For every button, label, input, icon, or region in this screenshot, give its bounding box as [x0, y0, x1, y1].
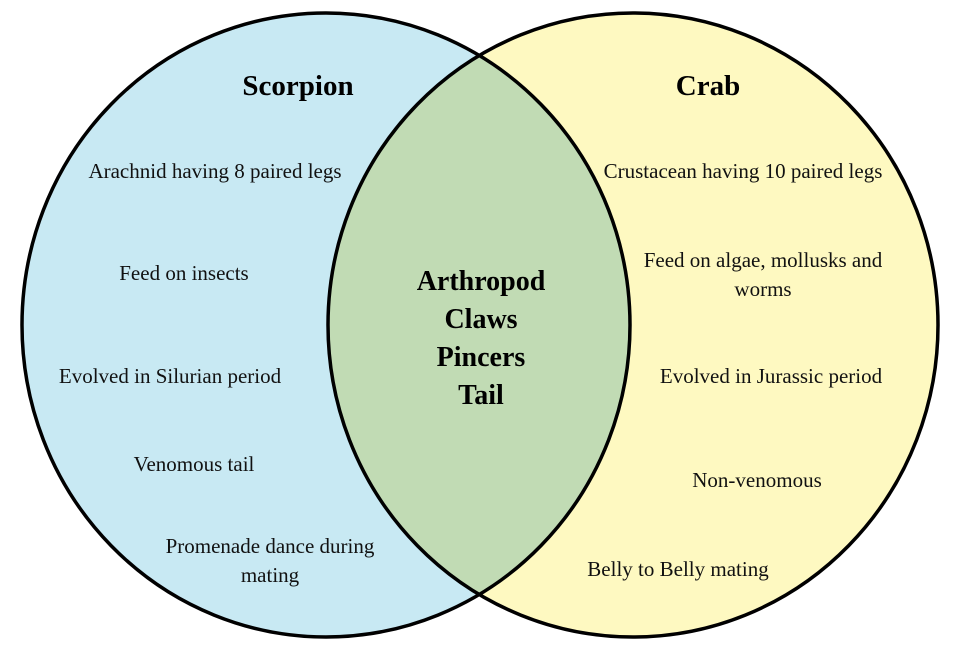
common-item: Arthropod — [416, 266, 546, 297]
crab-circle-outline — [326, 11, 940, 639]
crab-item: Non-venomous — [692, 468, 822, 492]
crab-title: Crab — [675, 70, 741, 102]
scorpion-item: Evolved in Silurian period — [58, 364, 282, 388]
overlap-region — [328, 13, 630, 637]
scorpion-item: Feed on insects — [119, 261, 249, 285]
crab-item: Belly to Belly mating — [587, 557, 769, 581]
common-item: Tail — [458, 380, 504, 411]
scorpion-title: Scorpion — [242, 70, 354, 102]
common-traits: Arthropod Claws Pincers Tail — [417, 263, 546, 415]
scorpion-item: Venomous tail — [133, 452, 255, 476]
crab-item: Feed on algae, mollusks and worms — [643, 248, 883, 301]
crab-item: Crustacean having 10 paired legs — [603, 159, 883, 183]
scorpion-item: Promenade dance during mating — [165, 534, 375, 587]
crab-item: Evolved in Jurassic period — [659, 364, 883, 388]
common-item: Pincers — [436, 342, 526, 373]
scorpion-item: Arachnid having 8 paired legs — [88, 159, 342, 183]
common-item: Claws — [444, 304, 518, 335]
scorpion-circle-outline — [20, 11, 632, 639]
